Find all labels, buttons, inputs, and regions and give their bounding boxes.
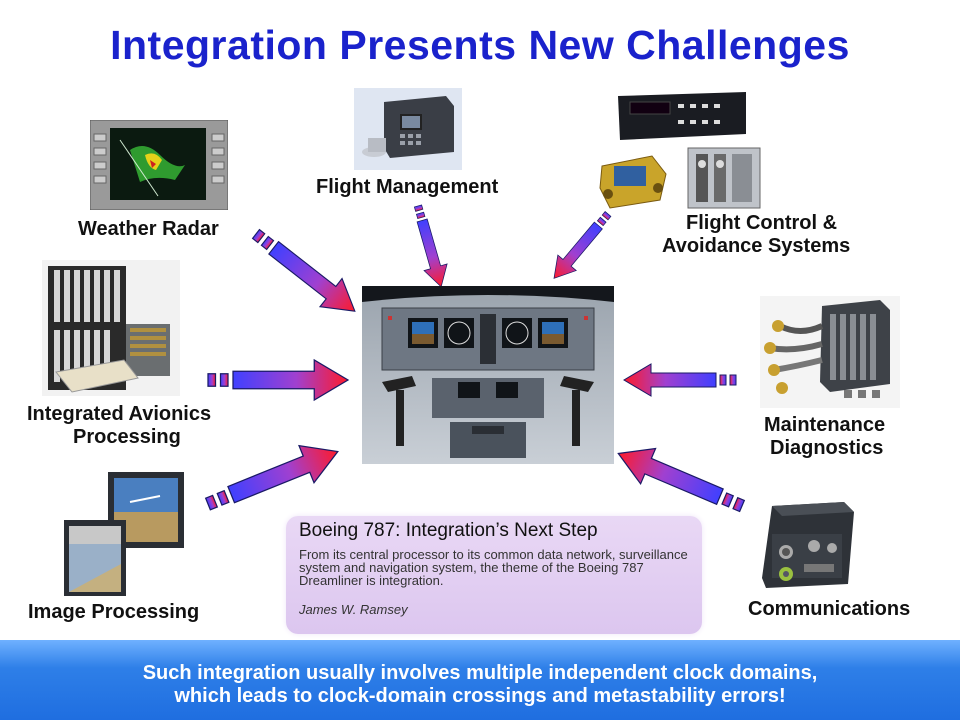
- arrow-communications: [610, 435, 751, 525]
- slide-title: Integration Presents New Challenges: [110, 22, 850, 68]
- image-processing-image: [64, 472, 184, 596]
- label-flight-management: Flight Management: [316, 176, 499, 198]
- arrow-weather-radar: [244, 219, 367, 326]
- banner-line2: which leads to clock-domain crossings an…: [174, 685, 786, 707]
- quote-title: Boeing 787: Integration’s Next Step: [299, 520, 598, 541]
- arrow-maintenance: [623, 363, 737, 397]
- arrow-flight-control: [544, 205, 618, 287]
- label-image-processing: Image Processing: [28, 601, 200, 623]
- arrow-flight-management: [406, 202, 454, 291]
- arrow-image-processing: [199, 432, 346, 524]
- bottom-banner: Such integration usually involves multip…: [0, 640, 960, 720]
- label-communications: Communications: [748, 598, 911, 620]
- label-weather-radar: Weather Radar: [78, 218, 219, 240]
- arrow-avionics: [207, 359, 349, 401]
- avionics-processing-image: [42, 260, 180, 396]
- cockpit-image: [362, 286, 614, 464]
- communications-image: [762, 502, 854, 588]
- label-flight-control-line2: Avoidance Systems: [662, 235, 851, 257]
- flight-management-image: [354, 88, 462, 170]
- banner-text: Such integration usually involves multip…: [0, 662, 960, 708]
- quote-box: Boeing 787: Integration’s Next Step From…: [286, 516, 702, 634]
- banner-line1: Such integration usually involves multip…: [142, 662, 818, 684]
- label-maintenance-line1: Maintenance: [764, 414, 886, 436]
- label-maintenance-line2: Diagnostics: [770, 437, 884, 459]
- maintenance-image: [760, 296, 900, 408]
- label-avionics-line1: Integrated Avionics: [27, 403, 212, 425]
- quote-body: From its central processor to its common…: [299, 547, 688, 588]
- label-avionics-line2: Processing: [73, 426, 181, 448]
- quote-author: James W. Ramsey: [299, 602, 408, 617]
- flight-control-image: [599, 92, 761, 209]
- label-flight-control-line1: Flight Control &: [686, 212, 838, 234]
- weather-radar-image: [90, 120, 228, 210]
